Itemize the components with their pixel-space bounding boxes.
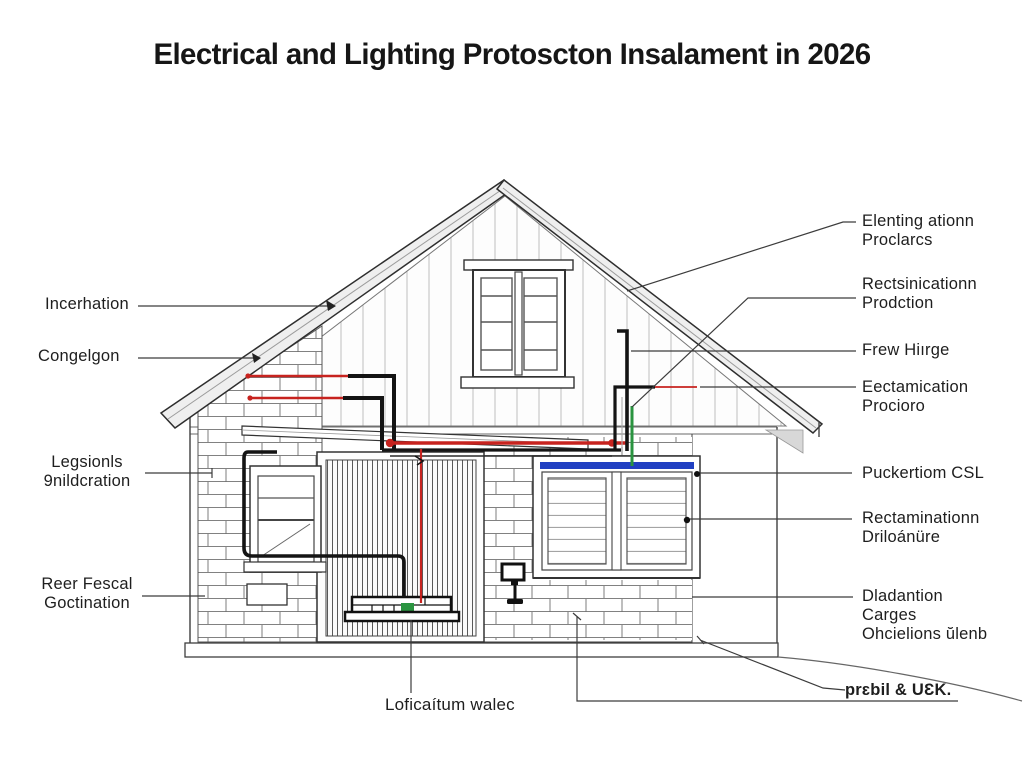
label-rectaminationn: Rectaminationn Driloánüre xyxy=(862,509,980,546)
gable-window xyxy=(460,259,575,389)
brick-wall-right xyxy=(483,437,692,640)
page-title: Electrical and Lighting Protoscton Insal… xyxy=(153,38,871,71)
label-rectsinicationn: Rectsinicationn Prodction xyxy=(862,275,977,312)
black-conduit-upper-1 xyxy=(348,374,396,450)
label-prebil: prɛbil & UƐK. xyxy=(845,681,952,699)
roof xyxy=(159,178,824,454)
black-conduit-upper-2 xyxy=(343,396,384,450)
black-branch-right xyxy=(613,385,655,451)
label-loficaitum: Loficaítum walec xyxy=(385,695,515,714)
label-elenting: Elenting ationn Proclarcs xyxy=(862,212,975,249)
eave-gusset xyxy=(764,429,804,454)
label-congelgon: Congelgon xyxy=(38,347,120,365)
label-puckartiom: Puckertiom CSL xyxy=(862,464,985,482)
window-blue-bar xyxy=(540,462,694,469)
wall-lamp xyxy=(500,562,526,604)
label-eectamication: Eectamication Procioro xyxy=(862,378,969,415)
leader-rectsin xyxy=(631,297,856,408)
label-legsionls: Legsionls 9nildcration xyxy=(43,453,131,490)
vent-box xyxy=(246,583,288,606)
label-dladantion: Dladantion Carges Ohcielions ŭlenb xyxy=(862,587,988,643)
label-incerhation: Incerhation xyxy=(45,295,129,313)
label-frew-hirge: Frew Hiırge xyxy=(862,341,950,359)
red-junction-left xyxy=(385,438,395,448)
black-riser-right xyxy=(617,329,629,451)
label-reer-fescal: Reer Fescal Goctination xyxy=(41,575,133,612)
leader-legsionls xyxy=(145,468,213,478)
leader-lines xyxy=(138,221,958,702)
leader-prebil-diagonal xyxy=(696,635,846,691)
wiring xyxy=(242,329,697,603)
right-window xyxy=(532,455,701,579)
leader-prebil-underline xyxy=(572,612,958,702)
light-bar-fixture xyxy=(343,595,461,623)
black-conduit-left-L xyxy=(242,450,406,597)
light-bar-green-indicator xyxy=(401,603,414,614)
leader-elenting xyxy=(626,221,856,292)
